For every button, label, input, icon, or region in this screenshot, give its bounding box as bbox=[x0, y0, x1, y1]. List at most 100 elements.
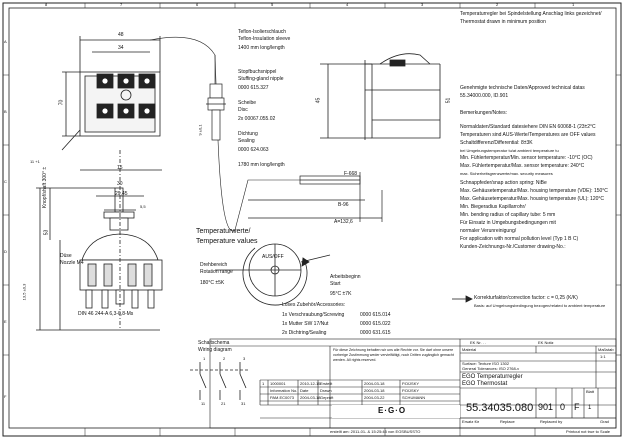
sleeve-label: Teflon-Insulation sleeve bbox=[238, 36, 291, 42]
revision-name: Drawn bbox=[320, 388, 332, 393]
remark-line: Normaldaten/Standard datesiehere DIN EN … bbox=[460, 124, 596, 130]
dim-label: 11 +1 bbox=[30, 159, 40, 164]
start-label: Arbeitsbeginn bbox=[330, 274, 361, 280]
ego-logo-text: E·G·O bbox=[378, 406, 407, 415]
remark-line: Für Einsatz in Umgebungsbedingungen mit bbox=[460, 220, 556, 226]
sleeve-label: Teflon-Isolierschlauch bbox=[238, 29, 287, 35]
off-position-label: AUS/OFF bbox=[262, 254, 284, 260]
replaced-by: Replaced by bbox=[540, 419, 563, 424]
col-mark: 8 bbox=[45, 2, 48, 7]
part-number: 55.34035.080 bbox=[466, 402, 534, 414]
remark-line: Schnappfeder/snap action spring: NiBe bbox=[460, 180, 547, 186]
drawing-title-en: EGO Thermostat bbox=[462, 381, 508, 387]
title-block-grid bbox=[209, 338, 617, 429]
revision-no: PAM.EC0073 bbox=[270, 395, 294, 400]
dim-label: B-96 bbox=[338, 202, 349, 208]
capillary-tube bbox=[149, 36, 300, 232]
footer-scale-note: Printout not true to Scale bbox=[566, 429, 611, 434]
material-label: Material bbox=[462, 347, 477, 352]
drawing-note: Thermostat drawn in minimum position bbox=[460, 19, 546, 25]
accessories-title: Loses Zubehör/Accessories: bbox=[282, 302, 346, 308]
col-mark: 4 bbox=[346, 2, 349, 7]
scale-value: 1:1 bbox=[600, 354, 606, 359]
remark-line: bei Umgebungstemperatur tu/at ambient te… bbox=[460, 148, 559, 153]
scale-label: Maßstab bbox=[598, 347, 614, 352]
remark-line: max. Sicherheitsgrenzwerte/max. security… bbox=[460, 171, 553, 176]
dim-label: 34 bbox=[118, 45, 124, 51]
revision-by: P.DÜSKY bbox=[402, 388, 420, 393]
row-mark: B bbox=[4, 109, 7, 114]
remark-line: Max. Gehäusetemperatur/Max. housing temp… bbox=[460, 196, 605, 202]
dim-label: 45 bbox=[315, 97, 322, 104]
id-value: 901 bbox=[538, 402, 554, 412]
drawing-title-de: EGO Temperaturregler bbox=[462, 374, 523, 380]
nozzle-label: Düse bbox=[60, 253, 72, 259]
col-mark: 5 bbox=[271, 2, 274, 7]
correction-factor: Korrekturfaktor/correction factor: c = 0… bbox=[474, 295, 578, 301]
revision-date: Date bbox=[300, 388, 309, 393]
terminal-number: 3 bbox=[243, 356, 246, 361]
accessory-part-no: 0000 615.014 bbox=[360, 312, 391, 318]
sensor-bulb bbox=[248, 172, 383, 222]
dim-label: 9 ±0,1 bbox=[197, 124, 203, 136]
tolerance-spec: General Tolerances: ISO 2768-v bbox=[462, 366, 520, 371]
footer-created: erstellt am: 2011-01- & 15:25:45 von EGS… bbox=[330, 429, 421, 434]
remark-line: Max. Gehäusetemperatur/Max. housing temp… bbox=[460, 188, 608, 194]
accessory-part-no: 0000 615.022 bbox=[360, 321, 391, 327]
rotation-range-diagram bbox=[215, 243, 331, 306]
dim-label: 48 bbox=[118, 32, 124, 38]
row-mark: F bbox=[4, 394, 7, 399]
terminal-number: 1 bbox=[203, 356, 206, 361]
surface-spec: Surface: Texture ISO 1302 bbox=[462, 361, 510, 366]
revision-check: 2004-03-18 bbox=[364, 388, 385, 393]
revision-value: 0 bbox=[560, 402, 566, 412]
rotation-range-value: 180°C ±5K bbox=[200, 280, 225, 286]
wiring-diagram-symbols bbox=[190, 362, 248, 400]
accessory-part-no: 0000 631.615 bbox=[360, 330, 391, 336]
approved-data: Genehmigte technische Daten/Approved tec… bbox=[460, 85, 585, 91]
approved-data: 55.34000.000, ID.901 bbox=[460, 93, 509, 99]
col-mark: 7 bbox=[120, 2, 123, 7]
sheet-label: Blatt bbox=[586, 389, 595, 394]
revision-check: 2004-03-18 bbox=[364, 381, 385, 386]
col-mark: 6 bbox=[196, 2, 199, 7]
dim-label: 13,5 ±0,3 bbox=[21, 283, 27, 301]
ego-logo bbox=[332, 405, 460, 418]
correction-arrow-icon bbox=[452, 295, 473, 303]
dim-label: F-668 bbox=[344, 171, 358, 177]
accessory-item: 1x Mutter SW 17/Nut bbox=[282, 321, 329, 327]
col-mark: 2 bbox=[496, 2, 499, 7]
ek-number: EK Nr. . . bbox=[470, 340, 487, 345]
wiring-title: Schaltschema bbox=[198, 340, 230, 346]
accessory-item: 2x Dichtring/Sealing bbox=[282, 330, 327, 336]
terminal-number: 21 bbox=[221, 401, 226, 406]
frame-zone-ticks bbox=[3, 3, 621, 436]
start-value: 95°C ±7K bbox=[330, 291, 352, 297]
revision-name: Geprüft bbox=[320, 395, 334, 400]
copyright-note: Für diese Zeichnung behalten wir uns all… bbox=[333, 348, 454, 362]
remark-line: Min. bending radius of capillary tube: 5… bbox=[460, 212, 556, 218]
sheet-value: 1 bbox=[588, 405, 592, 411]
rotation-range-label: Rotation range bbox=[200, 269, 233, 275]
remark-line: Temperaturen sind AUS-Werte/Temperatures… bbox=[460, 132, 596, 138]
replace-label: Replace bbox=[500, 419, 515, 424]
nipple-label: Stopfbuchsnippel bbox=[238, 69, 277, 75]
remark-line: normaler Verunreinigung/ bbox=[460, 228, 517, 234]
row-mark: A bbox=[4, 39, 7, 44]
replace-for: Ersatz für bbox=[462, 419, 480, 424]
terminal-block-top-view bbox=[61, 36, 161, 151]
dim-label: 30 bbox=[117, 181, 123, 187]
terminal-number: 11 bbox=[201, 401, 206, 406]
revision-name: Erstellt bbox=[320, 381, 333, 386]
remarks-title: Bemerkungen/Notes: bbox=[460, 110, 507, 116]
accessory-item: 1x Verschraubung/Screwing bbox=[282, 312, 345, 318]
drawing-note: Temperaturregler bei Spindelstellung Ans… bbox=[460, 11, 602, 17]
rotation-range-label: Drehbereich bbox=[200, 262, 228, 268]
thermostat-side-view bbox=[320, 53, 441, 140]
disc-label: Scheibe bbox=[238, 100, 257, 106]
dim-label: 53 bbox=[43, 229, 50, 236]
grade-label: Grad bbox=[600, 419, 609, 424]
correction-basis: Basis: auf Umgebungsbedingung bezogen/re… bbox=[474, 303, 606, 308]
disc-part-no: 2x 00067.055.02 bbox=[238, 116, 276, 122]
